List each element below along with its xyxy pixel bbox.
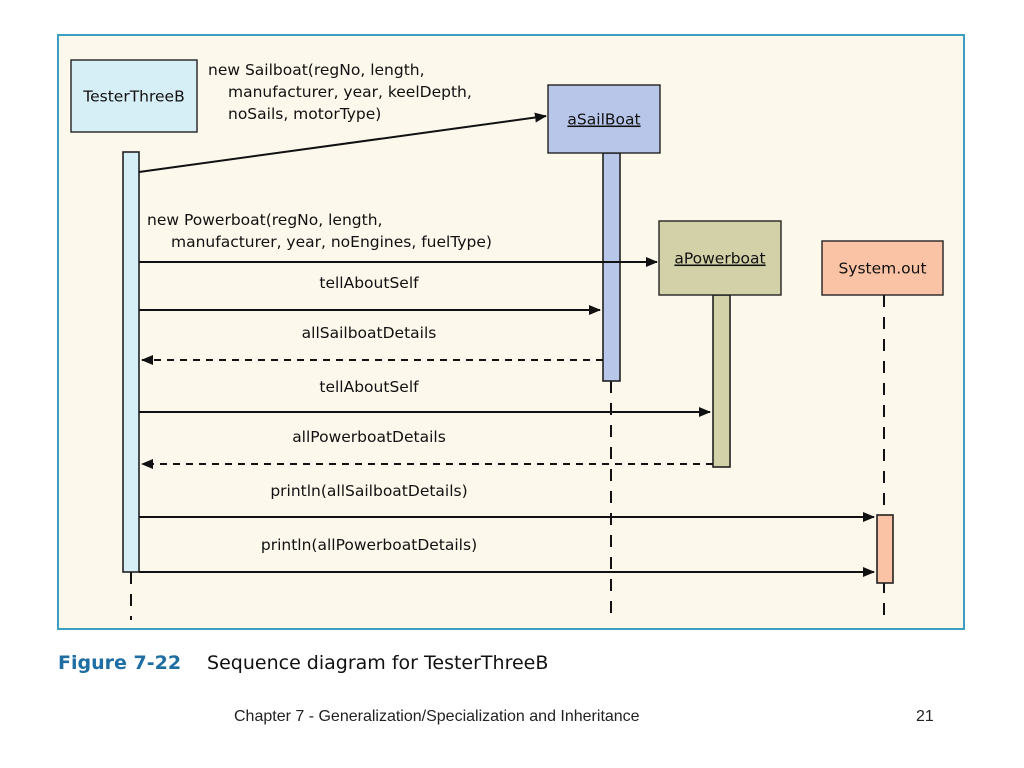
message-arrow-create-sailboat bbox=[138, 112, 547, 173]
participant-systemout: System.out bbox=[821, 240, 944, 296]
figure-caption: Figure 7-22 Sequence diagram for TesterTh… bbox=[58, 652, 548, 674]
participant-label-powerboat: aPowerboat bbox=[674, 250, 765, 268]
participant-box-sailboat bbox=[547, 84, 661, 154]
message-label-return-powerboat: allPowerboatDetails bbox=[292, 428, 446, 446]
sequence-diagram: TesterThreeB aSailBoat aPowerboatSystem.ou… bbox=[70, 59, 944, 620]
caption-text: Sequence diagram for TesterThreeB bbox=[207, 652, 549, 674]
participant-sailboat: aSailBoat bbox=[547, 84, 661, 154]
participant-box-systemout bbox=[821, 240, 944, 296]
participant-label-sailboat: aSailBoat bbox=[567, 111, 640, 129]
activation-bar-tester bbox=[122, 151, 140, 573]
message-label-create-powerboat: new Powerboat(regNo, length,manufacturer… bbox=[147, 211, 492, 251]
message-label-println-sailboat: println(allSailboatDetails) bbox=[270, 482, 467, 500]
activation-bar-systemout bbox=[876, 514, 894, 584]
participant-label-tester: TesterThreeB bbox=[82, 88, 184, 106]
message-label-create-sailboat: new Sailboat(regNo, length,manufacturer,… bbox=[208, 61, 472, 123]
message-label-println-powerboat: println(allPowerboatDetails) bbox=[261, 536, 477, 554]
participant-powerboat: aPowerboat bbox=[658, 220, 782, 296]
activation-bar-sailboat bbox=[602, 152, 621, 382]
message-label-tell-powerboat: tellAboutSelf bbox=[319, 378, 419, 396]
participant-box-tester bbox=[70, 59, 198, 133]
participant-label-systemout: System.out bbox=[838, 260, 926, 278]
message-label-tell-sailboat: tellAboutSelf bbox=[319, 274, 419, 292]
participant-tester: TesterThreeB bbox=[70, 59, 198, 133]
figure-number: Figure 7-22 bbox=[58, 652, 182, 674]
participant-box-powerboat bbox=[658, 220, 782, 296]
activation-bar-powerboat bbox=[712, 294, 731, 468]
footer-chapter: Chapter 7 - Generalization/Specializatio… bbox=[234, 708, 640, 725]
diagram-frame bbox=[57, 34, 965, 630]
page-number: 21 bbox=[916, 708, 934, 725]
message-label-return-sailboat: allSailboatDetails bbox=[302, 324, 437, 342]
